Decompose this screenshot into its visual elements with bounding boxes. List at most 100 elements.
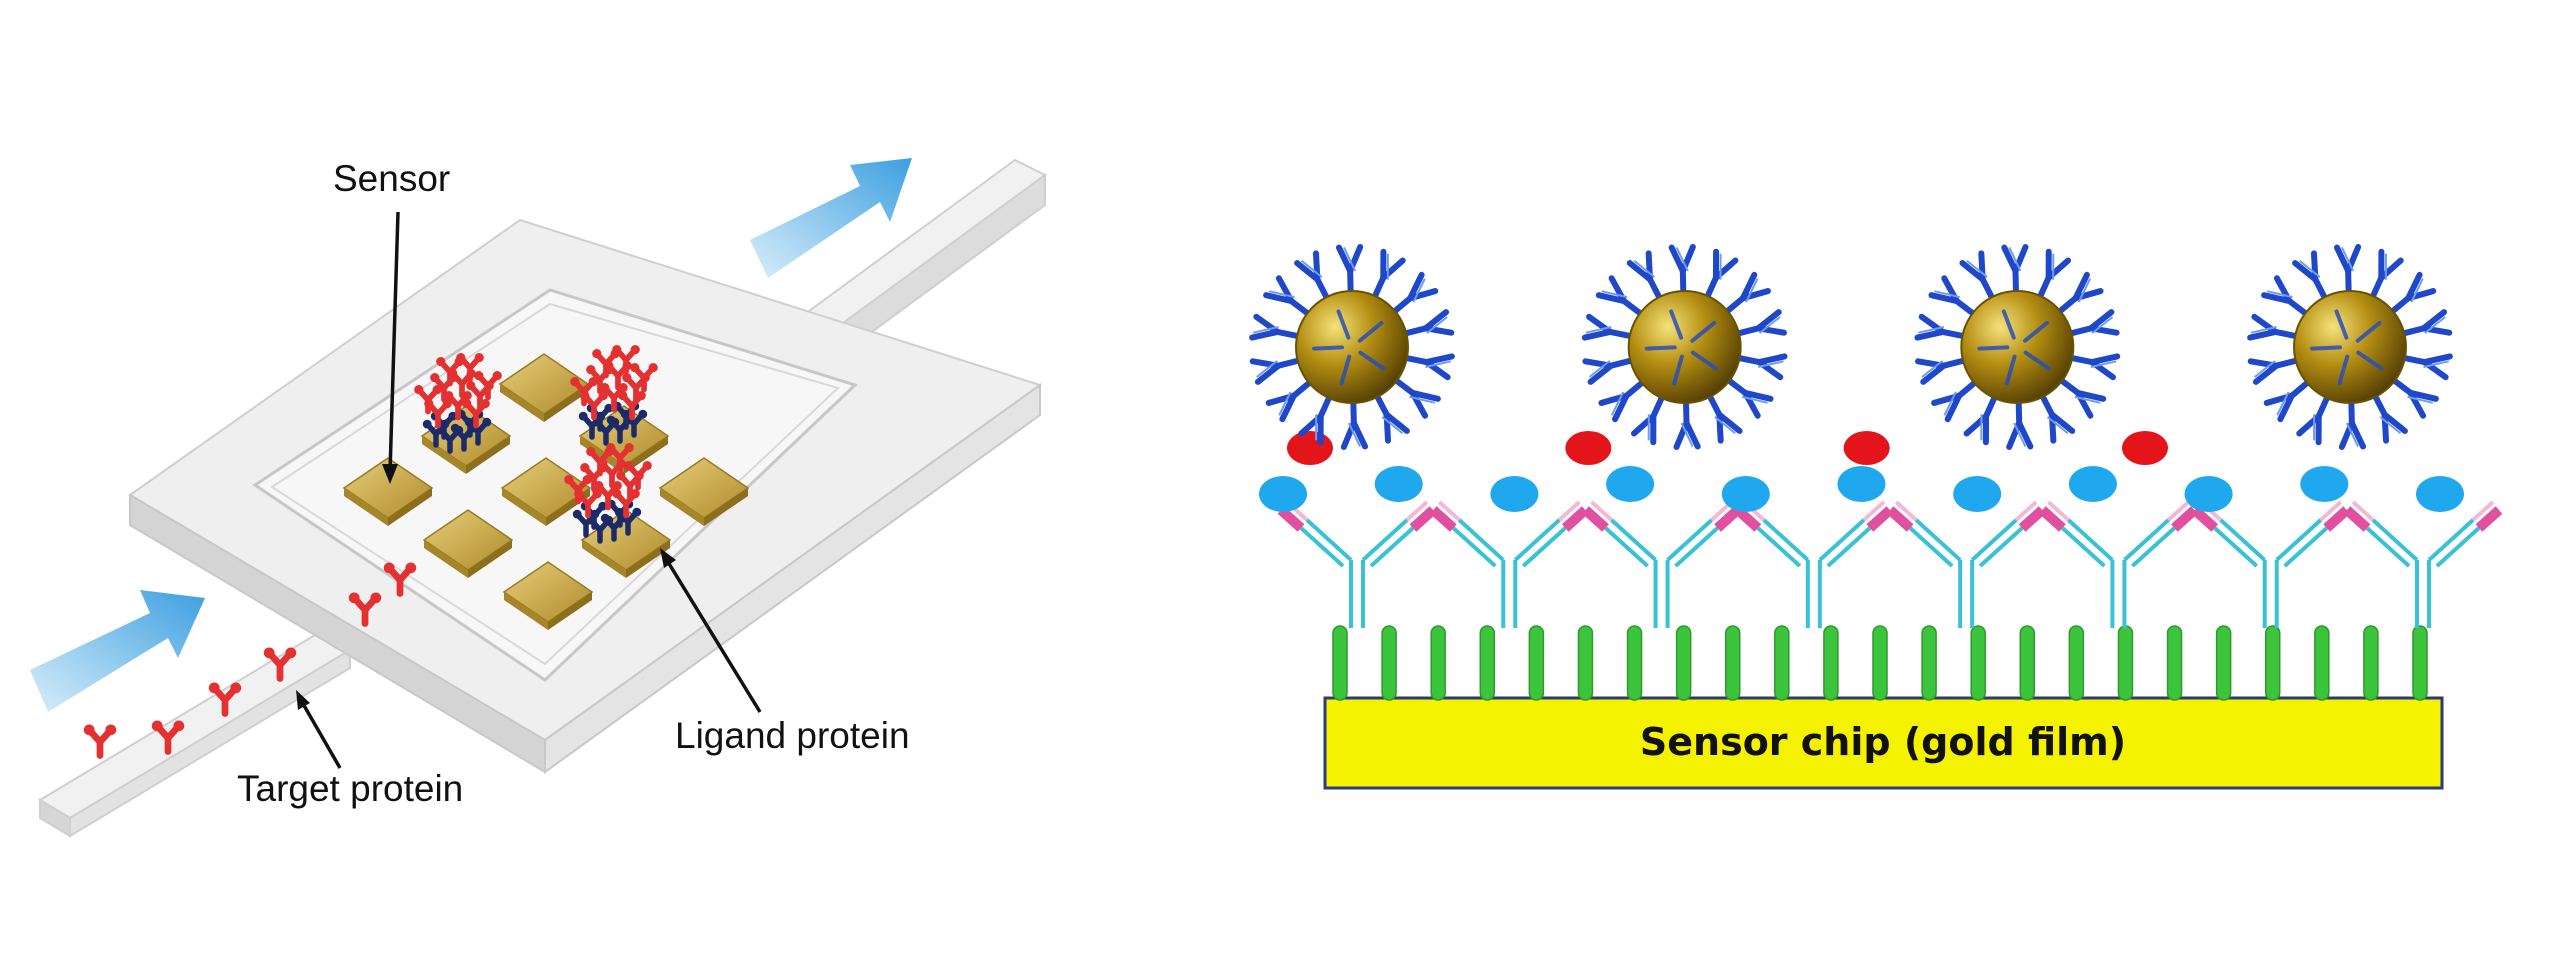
detection-antibody [1630, 391, 1667, 446]
detection-antibody [2388, 375, 2439, 419]
linker-stalk [2166, 625, 2183, 701]
detection-antibody [2333, 244, 2362, 299]
detection-antibody [1340, 395, 1369, 450]
detection-antibody [1582, 356, 1638, 385]
ligand-target-clusters [414, 345, 658, 544]
linker-stalk [1381, 625, 1397, 701]
detection-antibody [1335, 244, 1364, 299]
flowing-target-proteins [83, 562, 417, 759]
sensor-pad [422, 509, 514, 578]
target-protein [444, 391, 472, 421]
linker-stalk [1774, 625, 1790, 701]
detection-antibody [1595, 275, 1647, 319]
target-analyte [2122, 431, 2168, 465]
detection-antibody [1626, 250, 1664, 304]
detection-antibody [1721, 271, 1771, 317]
linker-stalk [1872, 625, 1888, 701]
ligand-protein-label: Ligand protein [675, 715, 910, 756]
detection-antibody [2065, 353, 2121, 381]
detection-antibody [1673, 395, 1701, 450]
detection-antibody [1263, 275, 1314, 319]
detection-antibody [2006, 395, 2034, 450]
target-protein [456, 353, 484, 383]
target-analyte [1287, 431, 1333, 465]
capture-antibody [1582, 500, 1741, 628]
target-protein [436, 357, 464, 387]
linker-stalk [2412, 625, 2428, 701]
gold-core [1960, 290, 2075, 404]
sensor-label: Sensor [333, 158, 451, 199]
protein-cluster [414, 353, 502, 454]
detection-antibody [1723, 375, 1774, 419]
linker-stalk [2068, 625, 2085, 701]
target-protein [600, 383, 628, 413]
target-protein [612, 345, 640, 375]
linker-stalk [1970, 625, 1986, 701]
detection-antibody [2368, 248, 2404, 303]
target-protein [592, 349, 620, 379]
capture-molecule [2416, 476, 2464, 512]
detection-antibody [1959, 250, 1997, 304]
gold-core [2293, 290, 2407, 404]
detection-antibody [2397, 353, 2453, 381]
target-protein [594, 481, 622, 511]
detection-antibody [2370, 390, 2408, 444]
capture-antibody [2191, 500, 2351, 628]
capture-molecule [1837, 466, 1886, 502]
flowing-target-protein [383, 562, 417, 597]
detection-antibody [1931, 377, 1981, 423]
detection-antibody [1399, 353, 1455, 381]
capture-molecule [2068, 466, 2117, 502]
capture-antibody [1277, 500, 1437, 628]
target-protein [624, 461, 652, 491]
detection-antibody [1249, 313, 1305, 341]
detection-antibody [1914, 313, 1970, 341]
detection-antibody [2054, 271, 2104, 317]
linker-stalk [1724, 625, 1741, 701]
target-protein [586, 447, 614, 477]
linker-stalk [1675, 625, 1692, 701]
detection-antibody [1399, 309, 1455, 338]
gold-nanoparticle [1914, 244, 2121, 450]
detection-antibody [1372, 390, 1410, 444]
linker-stalk [2215, 625, 2232, 701]
target-protein [424, 399, 452, 429]
gold-core [1295, 290, 1409, 404]
inflow-arrow [30, 590, 205, 712]
detection-antibody [1598, 377, 1648, 423]
linker-stalk [1332, 625, 1348, 701]
detection-antibody [1390, 375, 1441, 419]
detection-antibody [2338, 395, 2367, 450]
target-analyte [1843, 431, 1890, 465]
ligand-callout-line [660, 548, 762, 713]
detection-antibody [2397, 309, 2453, 338]
gold-nanoparticle [1249, 244, 1455, 450]
detection-antibody [2263, 377, 2314, 423]
target-protein [474, 371, 502, 401]
linker-stalk [2363, 625, 2379, 701]
sensor-pad [500, 457, 592, 526]
capture-antibody [1429, 500, 1589, 628]
detection-antibody [2055, 375, 2107, 419]
linker-stalk [1921, 625, 1937, 701]
target-analyte [1565, 431, 1612, 465]
target-protein [630, 363, 658, 393]
target-protein [574, 489, 602, 519]
gold-nanoparticle [2247, 244, 2453, 450]
capture-molecule [1606, 466, 1655, 502]
detection-antibody [2261, 275, 2312, 319]
sensor-pad [502, 561, 594, 630]
capture-molecule [2184, 476, 2233, 512]
detection-antibody [2296, 391, 2332, 446]
target-protein [606, 443, 634, 473]
linker-stalk [2019, 625, 2036, 701]
detection-antibody [1963, 391, 1999, 446]
protein-cluster [570, 345, 658, 446]
flowing-target-protein [208, 682, 242, 717]
gold-core [1627, 290, 1742, 404]
capture-antibody [1886, 500, 2046, 628]
chamber-platform-right-side [544, 383, 1041, 774]
detection-antibody [1581, 313, 1637, 341]
capture-molecule [1259, 476, 1307, 512]
